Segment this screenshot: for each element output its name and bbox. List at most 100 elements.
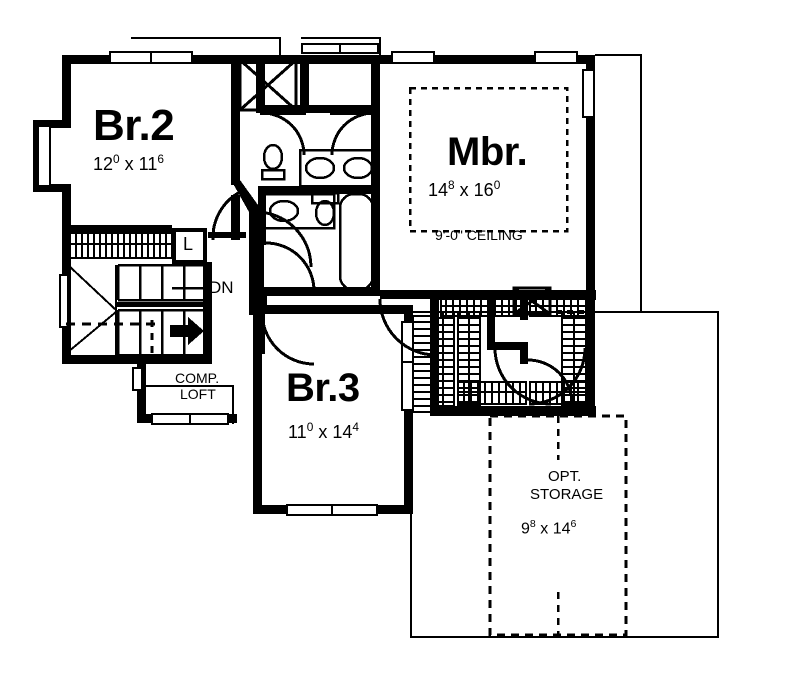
door-bath-lower xyxy=(265,241,316,292)
window-mbr-top-a xyxy=(391,51,435,64)
mbr-dim-sep: x xyxy=(459,180,469,200)
right-roof-outline xyxy=(595,54,642,313)
door-bath-right-leaf xyxy=(330,110,376,115)
wall-stair-right xyxy=(203,262,212,362)
linen-closet-right xyxy=(203,228,207,264)
garage-roof-outline xyxy=(410,311,719,638)
bath-bay-roof-outline xyxy=(301,37,381,56)
door-mbr-entry xyxy=(378,298,437,357)
wall-hall-left-upper xyxy=(231,195,240,240)
loft-label-line2: LOFT xyxy=(180,386,216,402)
wall-closet-bottom xyxy=(430,406,596,416)
wall-bath-upper-bottom-right xyxy=(309,105,380,113)
door-bath-left xyxy=(261,111,306,156)
window-mbr-right xyxy=(582,69,595,118)
door-group xyxy=(208,110,587,406)
mbr-dim-a-sup: 8 xyxy=(448,178,455,192)
br2-bay-roof-outline xyxy=(131,37,281,56)
br2-dim-b: 11 xyxy=(138,154,158,174)
dashed-group xyxy=(408,86,628,637)
wall-left-br2-upper xyxy=(62,55,71,127)
door-bath-left-leaf xyxy=(260,110,306,115)
closet-hatch-bottom-right xyxy=(529,381,587,405)
wall-br2-angled-corner xyxy=(231,180,258,212)
window-stair-left xyxy=(59,274,71,328)
window-loft-left xyxy=(132,367,143,391)
window-br2-left-bay xyxy=(37,125,51,187)
stair-group xyxy=(65,229,208,357)
loft-label-line1: COMP. xyxy=(175,370,220,386)
wall-br3-right xyxy=(404,312,413,514)
br3-closet-hatch xyxy=(412,315,438,413)
window-mbr-top-b xyxy=(534,51,578,64)
storage-dim-a-sup: 8 xyxy=(529,518,536,530)
wall-bath-mid-left xyxy=(300,55,309,113)
br2-dim-sep: x xyxy=(124,154,134,174)
toilet-lower-tank xyxy=(310,191,340,205)
room-dim-br2: 120 x 116 xyxy=(93,152,164,175)
storage-dim-b: 14 xyxy=(552,520,571,538)
wall-hall-right-stub xyxy=(258,287,267,312)
wall-br2-right xyxy=(231,55,240,185)
wall-bath-right-upper xyxy=(371,113,380,193)
room-dim-br3: 110 x 144 xyxy=(288,420,359,443)
storage-dim-b-sup: 6 xyxy=(570,518,577,530)
fixture-group xyxy=(260,143,380,292)
stair-treads xyxy=(116,263,208,357)
wall-top-exterior xyxy=(62,55,595,64)
br3-dim-b-sup: 4 xyxy=(352,420,359,434)
linen-closet-left xyxy=(172,228,176,264)
bathtub xyxy=(338,192,375,292)
br2-dim-a-sup: 0 xyxy=(113,152,120,166)
wall-left-bay-bottom xyxy=(33,184,71,192)
storage-dim-a: 9 xyxy=(521,520,530,538)
stair-direction-arrow xyxy=(170,317,204,345)
wall-closet-vest-right xyxy=(520,342,528,364)
stair-winder xyxy=(67,264,117,355)
mbr-dim-a: 14 xyxy=(428,180,449,200)
window-br2-a xyxy=(109,51,152,64)
door-bath-right xyxy=(330,111,375,156)
window-br3-a xyxy=(286,504,333,516)
toilet-upper-tank xyxy=(260,168,286,181)
br2-dim-a: 12 xyxy=(93,154,114,174)
wall-closet-vest-left xyxy=(487,300,495,348)
toilet-upper-bowl xyxy=(262,143,284,171)
sink-upper-a xyxy=(304,156,336,180)
mbr-ceiling-dashed xyxy=(408,86,569,233)
wall-bath-right-lower xyxy=(371,190,380,295)
closet-hatch-right-top xyxy=(529,295,587,317)
wall-bath-divider xyxy=(258,186,378,194)
stair-direction-label: DN xyxy=(209,278,234,297)
window-br3-right-b xyxy=(401,361,414,411)
door-br3-leaf xyxy=(259,312,265,354)
wall-br3-left xyxy=(253,312,262,514)
linen-closet-top xyxy=(172,228,207,232)
wall-left-br2-lower xyxy=(62,185,71,360)
wall-bath-mid-right xyxy=(371,55,380,113)
window-loft-a xyxy=(151,413,191,425)
door-br2-leaf xyxy=(208,232,246,238)
wall-hall-left xyxy=(249,205,258,315)
sink-upper-b xyxy=(342,156,374,180)
wall-stair-bottom xyxy=(62,355,212,364)
wall-mbr-right xyxy=(586,55,595,313)
window-bath-b xyxy=(339,43,379,54)
br3-dim-sep: x xyxy=(318,422,328,442)
closet-hatch-group xyxy=(412,295,587,413)
closet-hatch-top xyxy=(440,295,528,317)
window-loft-b xyxy=(189,413,229,425)
mbr-dim-b-sup: 0 xyxy=(493,178,501,192)
room-label-mbr: Mbr. xyxy=(447,130,528,174)
roof-outline-group xyxy=(131,37,719,638)
wall-closet-vest-bottom-l xyxy=(487,342,527,350)
storage-label-line1: OPT. xyxy=(548,468,582,485)
storage-dim-sep: x xyxy=(540,520,549,538)
linen-closet-bottom xyxy=(172,260,207,264)
room-dim-mbr: 148 x 160 xyxy=(428,178,500,201)
loft-outline xyxy=(145,385,234,424)
closet-hatch-bottom-left xyxy=(457,381,527,405)
chase-x2b xyxy=(513,286,551,316)
